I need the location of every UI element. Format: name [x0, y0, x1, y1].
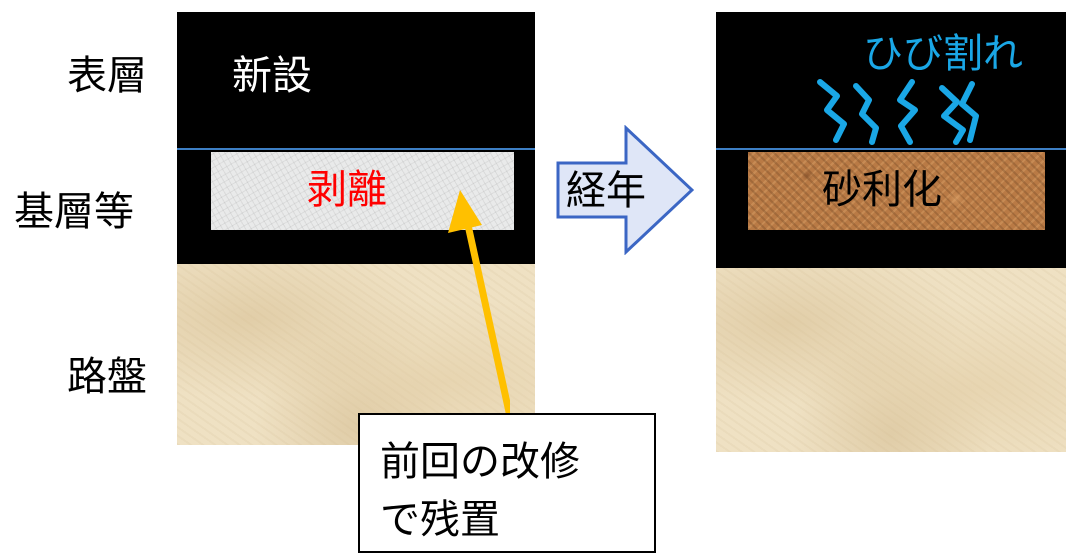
callout-box: 前回の改修 で残置 — [358, 413, 656, 553]
label-base-layer: 基層等 — [14, 189, 134, 235]
peeling-text: 剥離 — [307, 167, 387, 213]
before-layer-boundary — [177, 148, 535, 150]
label-surface-layer: 表層 — [67, 53, 147, 99]
gravel-text: 砂利化 — [822, 167, 942, 213]
after-layer-boundary — [716, 148, 1066, 150]
callout-line-2: で残置 — [380, 497, 500, 543]
before-cross-section: 新設 剥離 — [177, 12, 535, 445]
crack-marks-icon — [817, 79, 979, 145]
before-surface-text: 新設 — [232, 53, 312, 99]
aging-arrow-shape — [556, 124, 695, 256]
after-cross-section: ひび割れ 砂利化 — [716, 12, 1066, 452]
aging-arrow: 経年 — [556, 124, 695, 256]
after-roadbed-layer — [716, 268, 1066, 452]
cracks-text: ひび割れ — [863, 31, 1023, 77]
callout-line-1: 前回の改修 — [380, 439, 580, 485]
pointer-arrow-icon — [448, 190, 510, 416]
label-roadbed: 路盤 — [67, 354, 147, 400]
gravel-layer — [748, 152, 1045, 230]
aging-arrow-text: 経年 — [566, 168, 646, 214]
